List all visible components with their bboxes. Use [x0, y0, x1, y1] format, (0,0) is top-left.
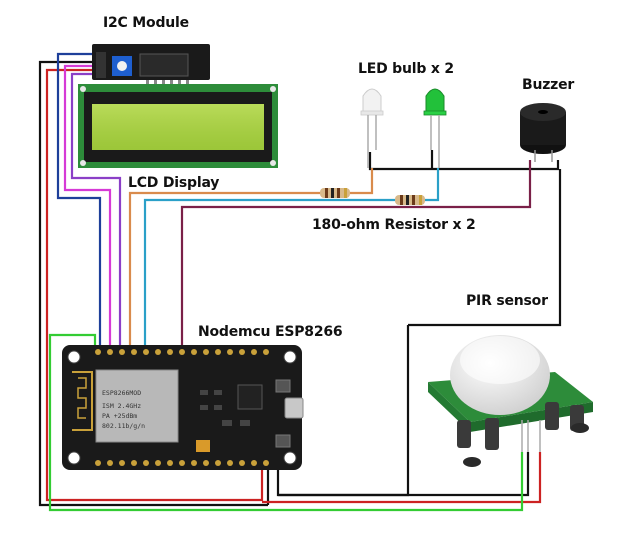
resistor-2: [395, 195, 425, 205]
wire-lcd-vcc: [45, 68, 264, 502]
label-led-bulb: LED bulb x 2: [358, 61, 454, 77]
wire-cyan: [143, 168, 440, 350]
label-nodemcu: Nodemcu ESP8266: [198, 324, 343, 340]
label-pir-sensor: PIR sensor: [466, 293, 548, 309]
wire-violet: [70, 72, 122, 350]
label-buzzer: Buzzer: [522, 77, 575, 93]
wire-buzzer-gnd: [368, 152, 560, 171]
wire-pir-ground-line: [278, 452, 530, 497]
pir-sensor: [428, 335, 593, 467]
label-resistor: 180-ohm Resistor x 2: [312, 217, 476, 233]
wire-lcd-gnd: [38, 60, 268, 507]
wire-sda: [56, 52, 102, 350]
lcd-display: [78, 84, 278, 168]
led-green: [423, 88, 447, 168]
nodemcu-board: ESP8266MOD ISM 2.4GHz PA +25dBm 802.11b/…: [62, 345, 304, 470]
label-lcd-display: LCD Display: [128, 175, 220, 191]
wire-scl: [63, 64, 112, 350]
wire-maroon: [180, 160, 532, 350]
chip-text-1: ESP8266MOD: [102, 389, 141, 397]
wire-pir-vcc: [262, 452, 542, 504]
buzzer: [520, 103, 566, 162]
i2c-module: [92, 44, 210, 88]
chip-text-2: ISM 2.4GHz: [102, 402, 141, 410]
resistor-1: [320, 188, 350, 198]
wire-pir-out: [408, 169, 562, 327]
led-white: [360, 88, 384, 168]
wire-green-loop: [48, 333, 524, 512]
chip-text-3: PA +25dBm: [102, 412, 137, 420]
label-i2c-module: I2C Module: [103, 15, 189, 31]
chip-text-4: 802.11b/g/n: [102, 422, 145, 430]
